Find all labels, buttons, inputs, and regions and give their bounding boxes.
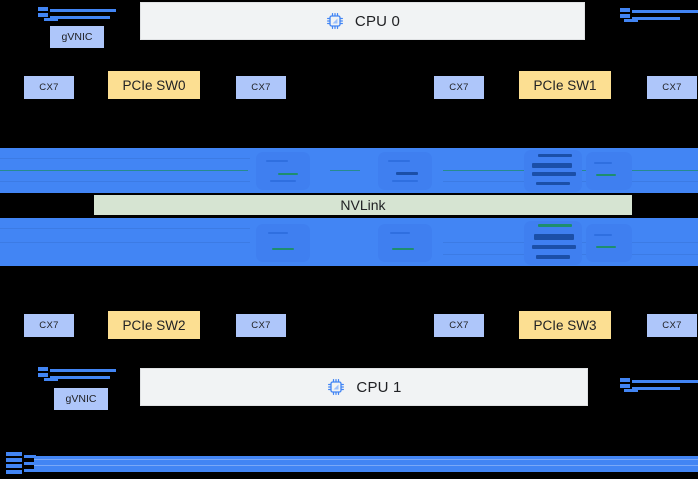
pcie-switch-0[interactable]: PCIe SW0: [108, 71, 200, 99]
cx7-label: CX7: [449, 82, 469, 93]
cx7-label: CX7: [662, 320, 682, 331]
datacenter-network-bar[interactable]: [34, 456, 698, 472]
pcie-switch-label: PCIe SW0: [122, 77, 186, 93]
pcie-switch-label: PCIe SW2: [122, 317, 186, 333]
pcie-switch-2[interactable]: PCIe SW2: [108, 311, 200, 339]
cx7-label: CX7: [251, 320, 271, 331]
cx7-label: CX7: [662, 82, 682, 93]
diagram-title: GPU server topology: [0, 0, 1, 1]
pcie-switch-1[interactable]: PCIe SW1: [519, 71, 611, 99]
cpu0-bar[interactable]: CPU 0: [140, 2, 585, 40]
cx7-nic-2[interactable]: CX7: [434, 76, 484, 99]
pcie-switch-label: PCIe SW3: [533, 317, 597, 333]
cpu1-label: CPU 1: [356, 378, 402, 396]
network-port-icon: [620, 378, 698, 394]
nvlink-bar[interactable]: NVLink: [93, 194, 633, 216]
gvnic-bottom[interactable]: gVNIC: [54, 388, 108, 410]
cx7-label: CX7: [39, 320, 59, 331]
cpu-chip-icon: [325, 11, 345, 31]
cx7-nic-7[interactable]: CX7: [647, 314, 697, 337]
network-port-icon: [38, 366, 116, 382]
pcie-switch-label: PCIe SW1: [533, 77, 597, 93]
cx7-label: CX7: [251, 82, 271, 93]
gvnic-top[interactable]: gVNIC: [50, 26, 104, 48]
gpu-band-bottom[interactable]: [0, 218, 698, 266]
cpu0-label: CPU 0: [354, 12, 401, 30]
cx7-label: CX7: [39, 82, 59, 93]
network-switch-icon: [4, 450, 38, 477]
cx7-nic-1[interactable]: CX7: [236, 76, 286, 99]
cx7-nic-3[interactable]: CX7: [647, 76, 697, 99]
gvnic-label: gVNIC: [65, 393, 97, 405]
nvlink-label: NVLink: [340, 197, 386, 213]
cx7-nic-6[interactable]: CX7: [434, 314, 484, 337]
pcie-switch-3[interactable]: PCIe SW3: [519, 311, 611, 339]
cx7-nic-4[interactable]: CX7: [24, 314, 74, 337]
gpu-band-top[interactable]: [0, 148, 698, 193]
cpu-chip-icon: [326, 377, 346, 397]
cx7-nic-5[interactable]: CX7: [236, 314, 286, 337]
gvnic-label: gVNIC: [61, 31, 93, 43]
network-port-icon: [38, 6, 116, 22]
network-port-icon: [620, 8, 698, 24]
cx7-label: CX7: [449, 320, 469, 331]
cx7-nic-0[interactable]: CX7: [24, 76, 74, 99]
cpu1-bar[interactable]: CPU 1: [140, 368, 588, 406]
